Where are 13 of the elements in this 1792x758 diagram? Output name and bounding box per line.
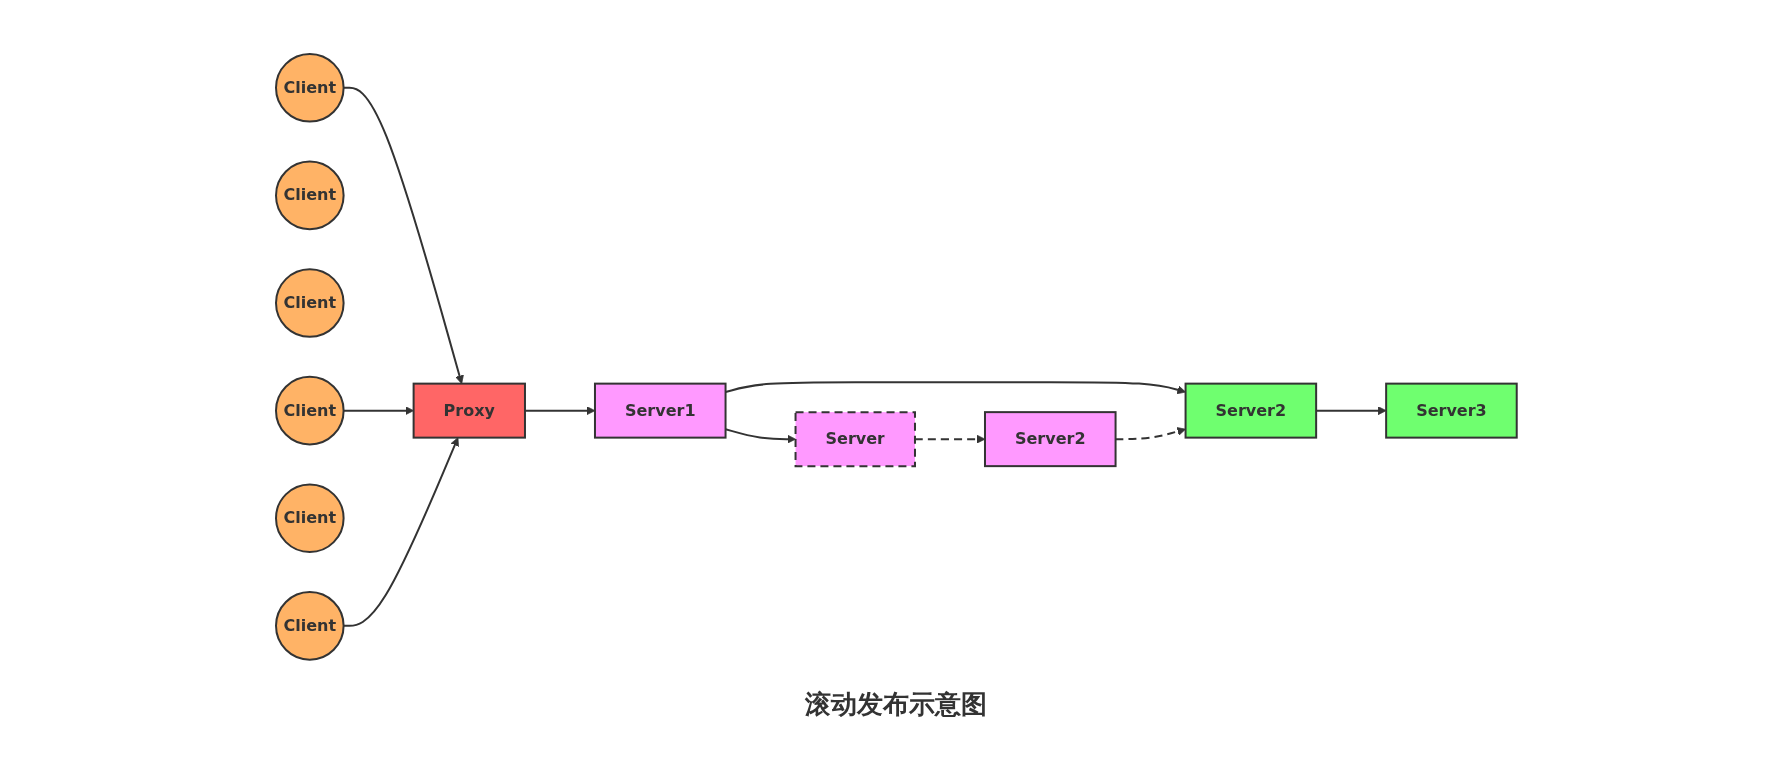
- node-circle: Client: [274, 160, 345, 230]
- node-box: Server3: [1384, 382, 1518, 439]
- node-box: Server2: [1184, 382, 1317, 439]
- node-circle: Client: [274, 590, 345, 661]
- node-circle: Client: [274, 52, 345, 123]
- node-circle: Client: [274, 267, 345, 338]
- caption: 滚动发布示意图: [805, 687, 987, 721]
- node-box: Server: [794, 410, 916, 467]
- node-circle: Client: [274, 483, 345, 553]
- node-box: Server2: [983, 410, 1117, 467]
- node-circle: Client: [274, 375, 345, 446]
- node-box: Proxy: [412, 382, 526, 439]
- node-box: Server1: [593, 382, 727, 439]
